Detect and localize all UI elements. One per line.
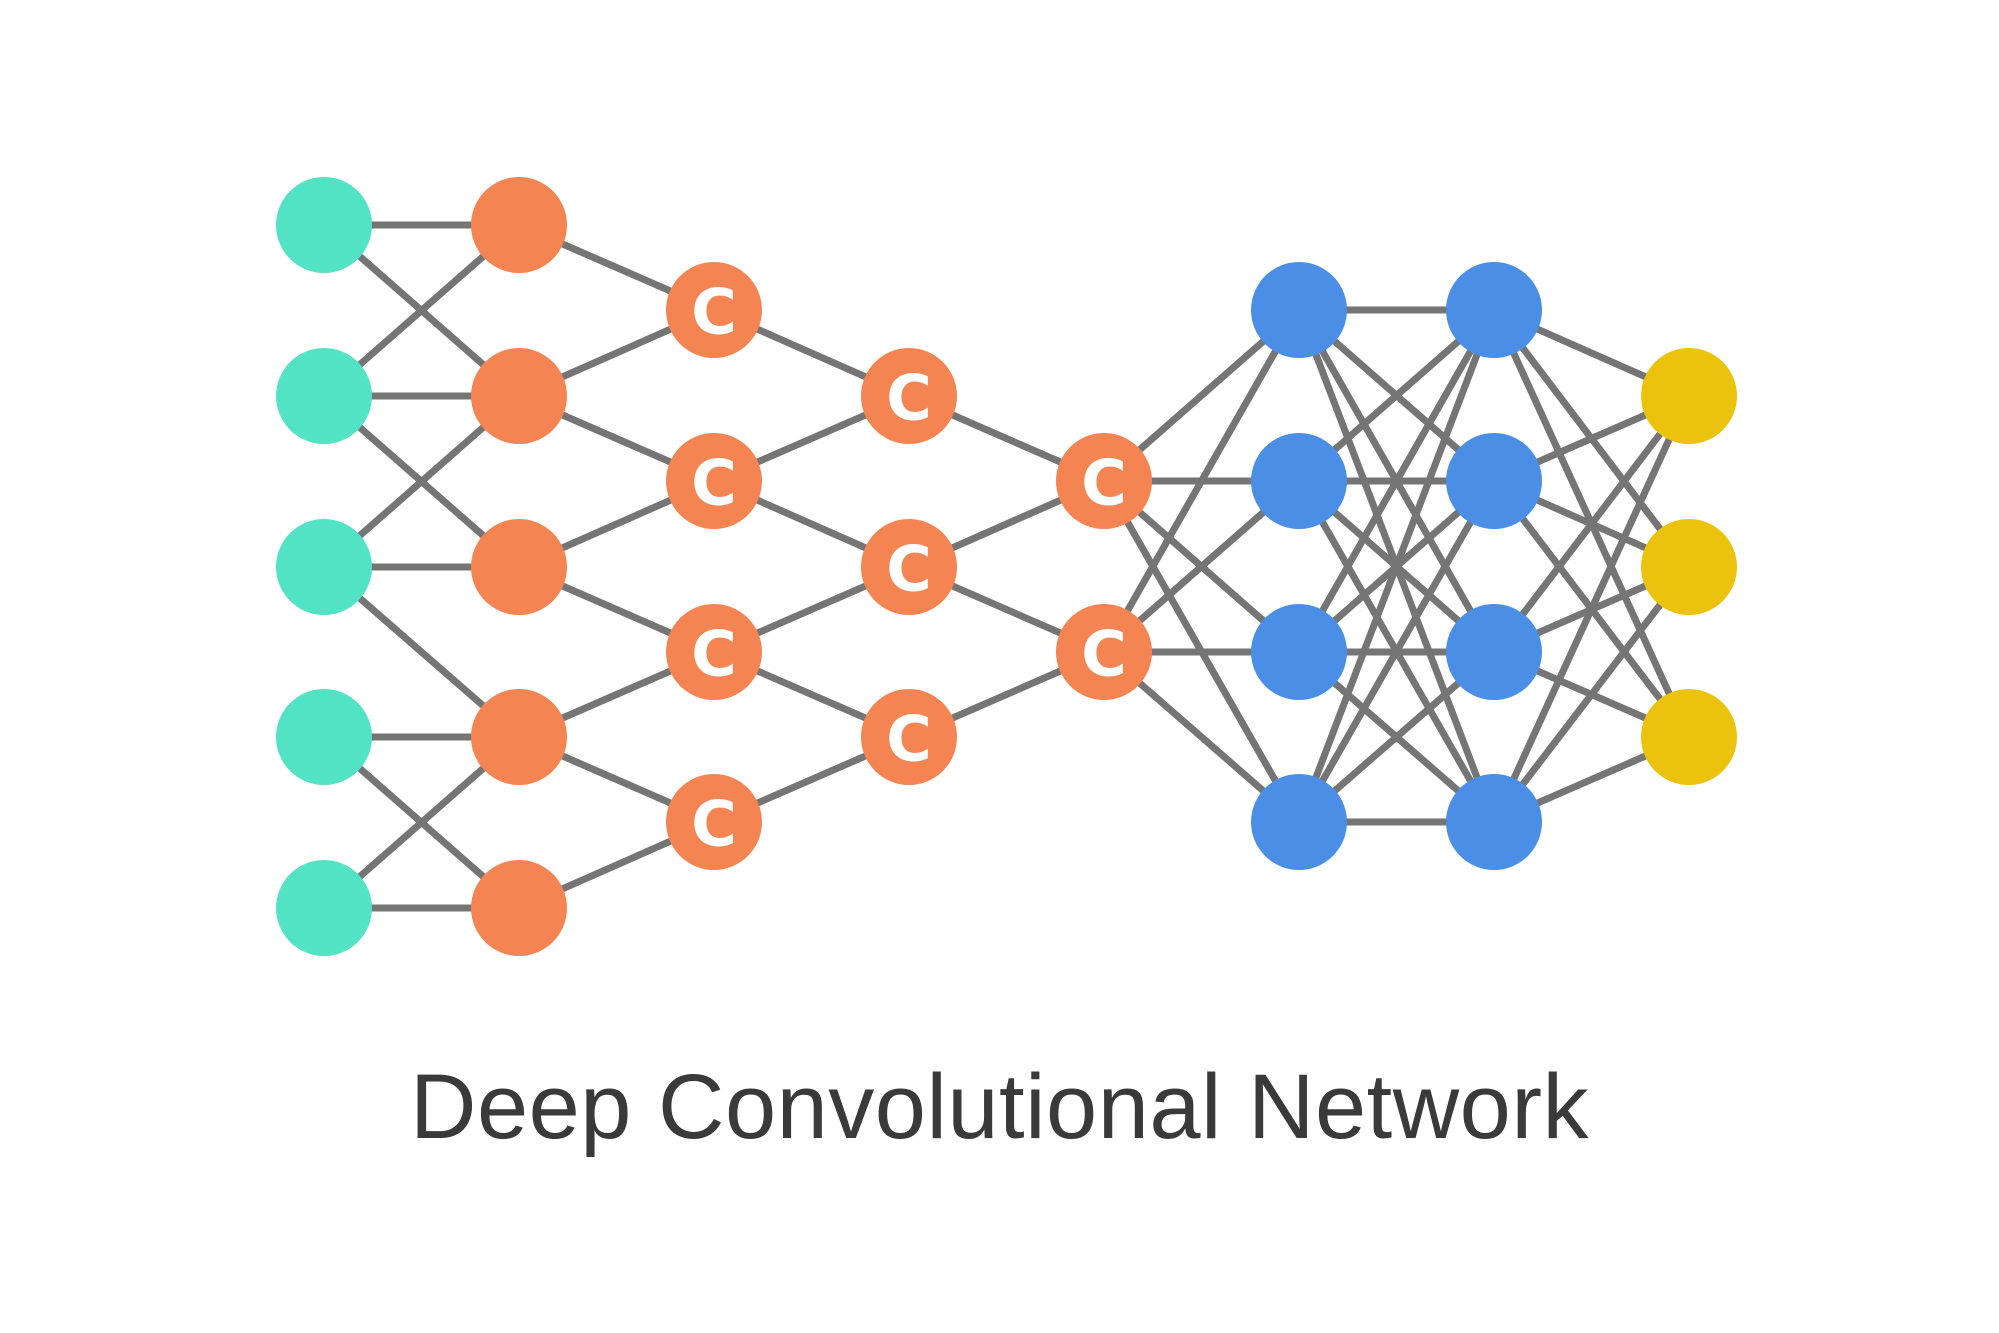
input-node-input-2 bbox=[276, 348, 372, 444]
hidden-node-circle bbox=[471, 689, 567, 785]
convolution-node-circle bbox=[1056, 433, 1152, 529]
dense-node-circle bbox=[1251, 262, 1347, 358]
dense-node-dense1-3 bbox=[1251, 604, 1347, 700]
edge-dense2-4-to-output-2 bbox=[1490, 563, 1693, 826]
convolution-node-circle bbox=[666, 774, 762, 870]
output-node-output-2 bbox=[1641, 519, 1737, 615]
input-node-input-4 bbox=[276, 689, 372, 785]
dense-node-dense1-1 bbox=[1251, 262, 1347, 358]
input-node-input-3 bbox=[276, 519, 372, 615]
convolution-node-circle bbox=[666, 262, 762, 358]
hidden-node-circle bbox=[471, 519, 567, 615]
dense-node-circle bbox=[1446, 262, 1542, 358]
input-node-circle bbox=[276, 177, 372, 273]
edge-conv3-2-to-dense1-1 bbox=[1100, 306, 1303, 656]
hidden-node-hidden-4 bbox=[471, 689, 567, 785]
input-node-circle bbox=[276, 860, 372, 956]
hidden-node-circle bbox=[471, 860, 567, 956]
hidden-node-circle bbox=[471, 348, 567, 444]
hidden-node-circle bbox=[471, 177, 567, 273]
edge-dense2-3-to-output-1 bbox=[1490, 392, 1693, 656]
convolution-node-conv2-2: C bbox=[861, 519, 957, 615]
dense-node-dense2-1 bbox=[1446, 262, 1542, 358]
convolution-node-circle bbox=[1056, 604, 1152, 700]
hidden-node-hidden-3 bbox=[471, 519, 567, 615]
convolution-node-conv2-1: C bbox=[861, 348, 957, 444]
dense-node-circle bbox=[1446, 604, 1542, 700]
convolution-node-conv1-1: C bbox=[666, 262, 762, 358]
dense-node-circle bbox=[1251, 604, 1347, 700]
edge-dense2-4-to-output-1 bbox=[1490, 392, 1693, 826]
convolution-node-conv3-1: C bbox=[1056, 433, 1152, 529]
edge-dense1-4-to-dense2-2 bbox=[1295, 477, 1498, 826]
output-node-output-1 bbox=[1641, 348, 1737, 444]
convolution-node-circle bbox=[666, 433, 762, 529]
input-node-circle bbox=[276, 519, 372, 615]
dense-node-dense1-2 bbox=[1251, 433, 1347, 529]
convolution-node-conv2-3: C bbox=[861, 689, 957, 785]
convolution-node-circle bbox=[861, 348, 957, 444]
edge-dense1-4-to-dense2-1 bbox=[1295, 306, 1498, 826]
convolution-node-conv1-4: C bbox=[666, 774, 762, 870]
output-node-circle bbox=[1641, 689, 1737, 785]
input-node-circle bbox=[276, 348, 372, 444]
convolution-node-conv3-2: C bbox=[1056, 604, 1152, 700]
output-node-circle bbox=[1641, 348, 1737, 444]
convolution-node-circle bbox=[861, 689, 957, 785]
output-node-circle bbox=[1641, 519, 1737, 615]
dense-node-circle bbox=[1251, 433, 1347, 529]
dense-node-circle bbox=[1446, 433, 1542, 529]
convolution-node-conv1-3: C bbox=[666, 604, 762, 700]
convolution-node-conv1-2: C bbox=[666, 433, 762, 529]
dense-node-circle bbox=[1251, 774, 1347, 870]
convolution-node-circle bbox=[666, 604, 762, 700]
dense-node-dense1-4 bbox=[1251, 774, 1347, 870]
dense-node-dense2-4 bbox=[1446, 774, 1542, 870]
edge-dense1-3-to-dense2-1 bbox=[1295, 306, 1498, 656]
hidden-node-hidden-1 bbox=[471, 177, 567, 273]
dense-node-dense2-3 bbox=[1446, 604, 1542, 700]
input-node-input-5 bbox=[276, 860, 372, 956]
convolution-node-circle bbox=[861, 519, 957, 615]
dense-node-dense2-2 bbox=[1446, 433, 1542, 529]
hidden-node-hidden-2 bbox=[471, 348, 567, 444]
output-node-output-3 bbox=[1641, 689, 1737, 785]
hidden-node-hidden-5 bbox=[471, 860, 567, 956]
input-node-input-1 bbox=[276, 177, 372, 273]
input-node-circle bbox=[276, 689, 372, 785]
dense-node-circle bbox=[1446, 774, 1542, 870]
diagram-caption: Deep Convolutional Network bbox=[410, 1056, 1589, 1158]
